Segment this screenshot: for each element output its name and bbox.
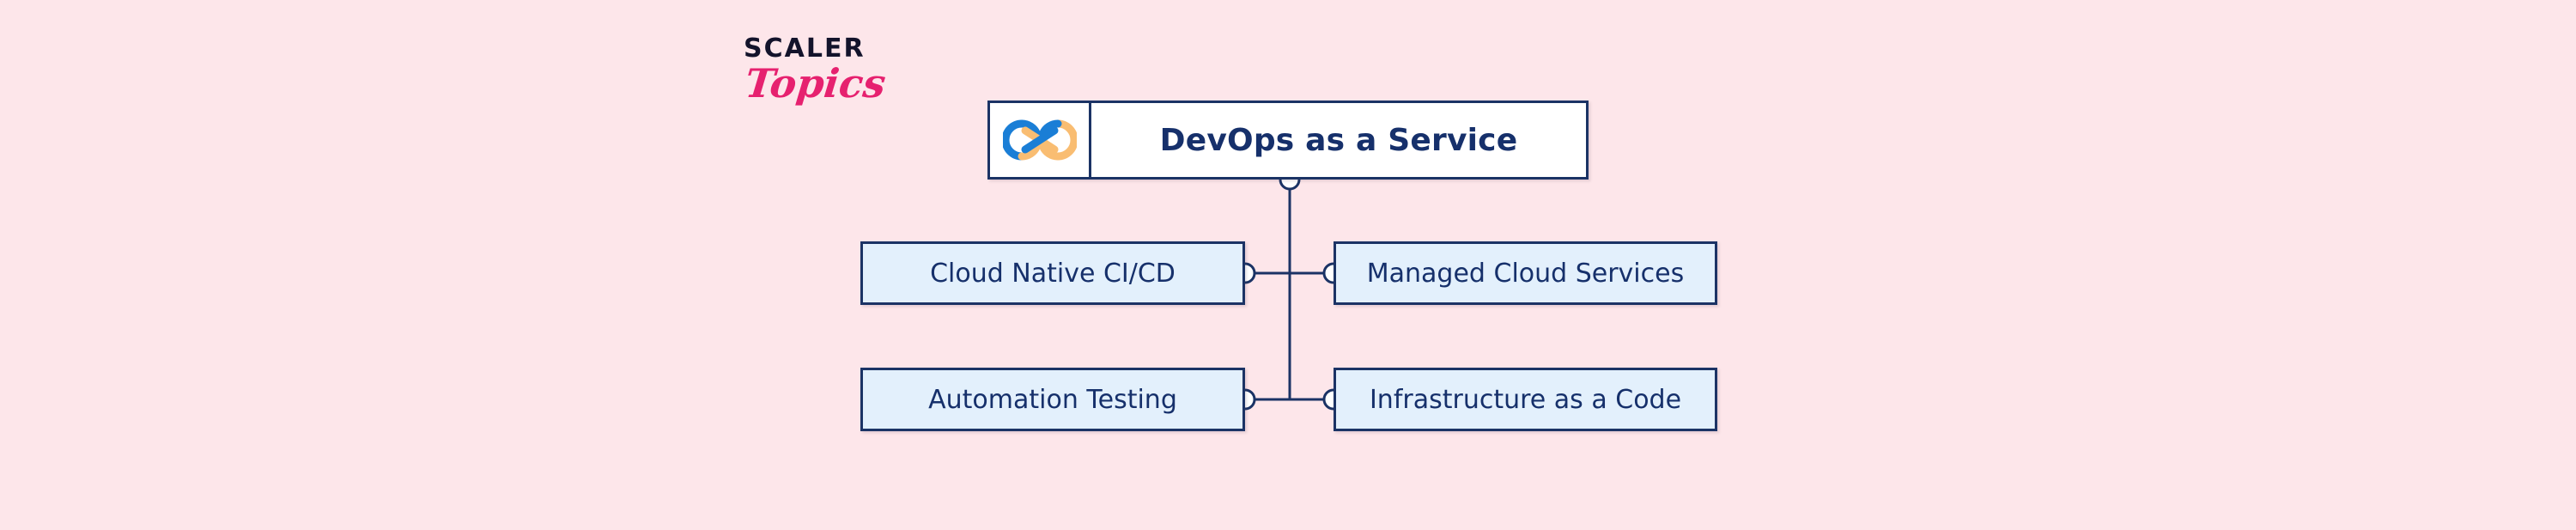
node-label: Automation Testing	[928, 384, 1177, 415]
devops-infinity-icon	[1002, 119, 1077, 161]
node-devops-as-a-service[interactable]: DevOps as a Service	[987, 101, 1589, 180]
node-label: Cloud Native CI/CD	[930, 258, 1176, 289]
root-title-cell: DevOps as a Service	[1091, 103, 1586, 177]
node-cloud-native-cicd[interactable]: Cloud Native CI/CD	[860, 241, 1245, 305]
node-automation-testing[interactable]: Automation Testing	[860, 368, 1245, 431]
node-managed-cloud-services[interactable]: Managed Cloud Services	[1334, 241, 1717, 305]
scaler-topics-logo: SCALER Topics	[743, 34, 898, 122]
node-label: Infrastructure as a Code	[1369, 384, 1682, 415]
root-icon-cell	[990, 103, 1091, 177]
logo-text-topics: Topics	[743, 60, 889, 107]
root-title-label: DevOps as a Service	[1159, 122, 1518, 158]
node-infrastructure-as-a-code[interactable]: Infrastructure as a Code	[1334, 368, 1717, 431]
logo-text-scaler: SCALER	[744, 34, 866, 64]
node-label: Managed Cloud Services	[1366, 258, 1685, 289]
